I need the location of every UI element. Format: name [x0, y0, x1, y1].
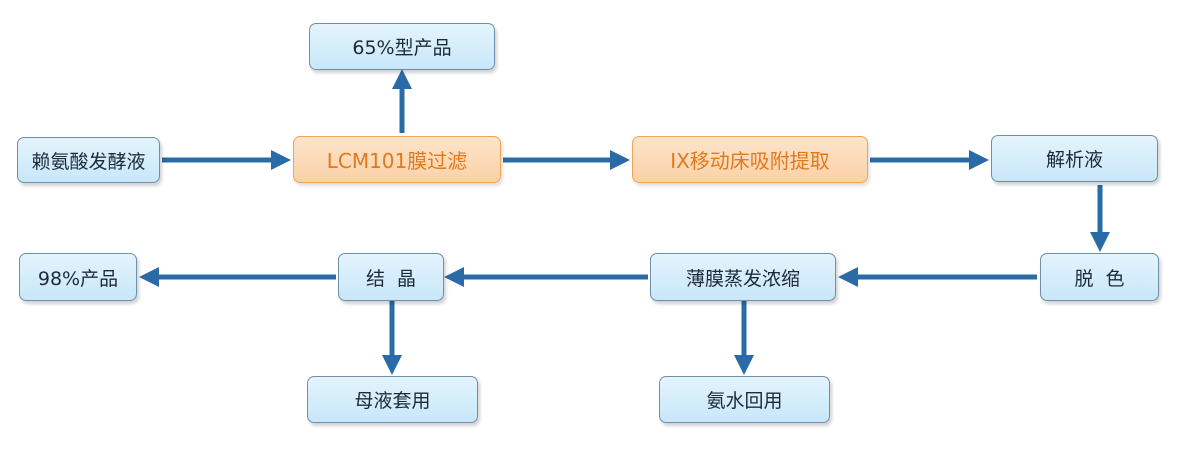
node-ix-adsorption: IX移动床吸附提取	[632, 136, 868, 183]
node-lcm-filtration: LCM101膜过滤	[293, 136, 501, 183]
node-evaporation: 薄膜蒸发浓缩	[650, 253, 836, 301]
node-product-98: 98%产品	[19, 253, 137, 301]
node-mother-liquor: 母液套用	[307, 376, 478, 423]
node-jiexi: 解析液	[991, 135, 1158, 182]
node-tuose: 脱 色	[1040, 253, 1159, 301]
node-product-65: 65%型产品	[309, 23, 495, 70]
node-raw-fermentation: 赖氨酸发酵液	[17, 137, 160, 183]
node-ammonia-reuse: 氨水回用	[659, 376, 830, 423]
node-crystallization: 结 晶	[338, 253, 444, 301]
